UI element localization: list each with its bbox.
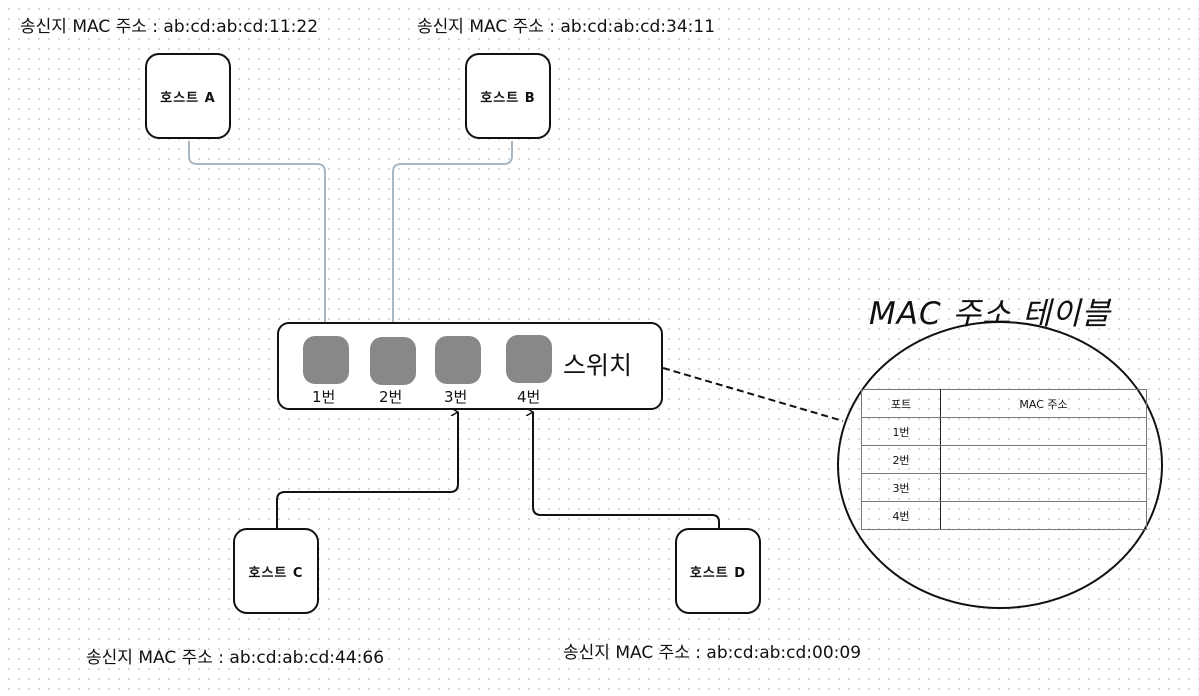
- host-c-label: 호스트 C: [248, 565, 304, 581]
- host-a-node[interactable]: 호스트 A: [145, 53, 231, 139]
- switch-label: 스위치: [563, 351, 633, 380]
- table-header-row: 포트 MAC 주소: [861, 389, 1147, 418]
- mac-table-title: MAC 주소 테이블: [869, 296, 1111, 332]
- switch-node[interactable]: 1번 2번 3번 4번 스위치: [277, 322, 663, 410]
- mac-table-zoom-circle: [837, 321, 1163, 609]
- host-b-mac-label: 송신지 MAC 주소 : ab:cd:ab:cd:34:11: [417, 17, 716, 37]
- link-host-c-port-3: [276, 412, 459, 528]
- host-d-node[interactable]: 호스트 D: [675, 528, 761, 614]
- host-d-mac-label: 송신지 MAC 주소 : ab:cd:ab:cd:00:09: [563, 643, 862, 663]
- row-port: 4번: [861, 501, 941, 530]
- switch-port-1[interactable]: [303, 336, 349, 384]
- link-host-a-port-1: [188, 141, 325, 336]
- switch-to-table-dashed-link: [662, 367, 844, 422]
- switch-port-3-label: 3번: [444, 388, 468, 406]
- row-mac: [940, 501, 1147, 530]
- row-mac: [940, 417, 1147, 446]
- link-host-d-port-4: [533, 412, 720, 528]
- switch-port-4-label: 4번: [517, 388, 541, 406]
- table-row: 4번: [861, 501, 1147, 530]
- host-b-label: 호스트 B: [480, 90, 536, 106]
- header-port: 포트: [861, 389, 941, 418]
- table-row: 3번: [861, 473, 1147, 502]
- switch-port-4[interactable]: [506, 335, 552, 383]
- host-b-node[interactable]: 호스트 B: [465, 53, 551, 139]
- row-mac: [940, 445, 1147, 474]
- host-c-mac-label: 송신지 MAC 주소 : ab:cd:ab:cd:44:66: [86, 648, 385, 668]
- table-row: 2번: [861, 445, 1147, 474]
- row-port: 3번: [861, 473, 941, 502]
- switch-port-2-label: 2번: [379, 388, 403, 406]
- row-mac: [940, 473, 1147, 502]
- switch-port-1-label: 1번: [312, 388, 336, 406]
- row-port: 2번: [861, 445, 941, 474]
- link-host-b-port-2: [392, 141, 513, 336]
- switch-port-2[interactable]: [370, 337, 416, 385]
- host-a-label: 호스트 A: [160, 90, 216, 106]
- host-c-node[interactable]: 호스트 C: [233, 528, 319, 614]
- table-row: 1번: [861, 417, 1147, 446]
- host-d-label: 호스트 D: [689, 565, 747, 581]
- mac-address-table: 포트 MAC 주소 1번 2번 3번 4번: [861, 389, 1147, 530]
- header-mac: MAC 주소: [940, 389, 1147, 418]
- host-a-mac-label: 송신지 MAC 주소 : ab:cd:ab:cd:11:22: [20, 17, 319, 37]
- switch-port-3[interactable]: [435, 336, 481, 384]
- row-port: 1번: [861, 417, 941, 446]
